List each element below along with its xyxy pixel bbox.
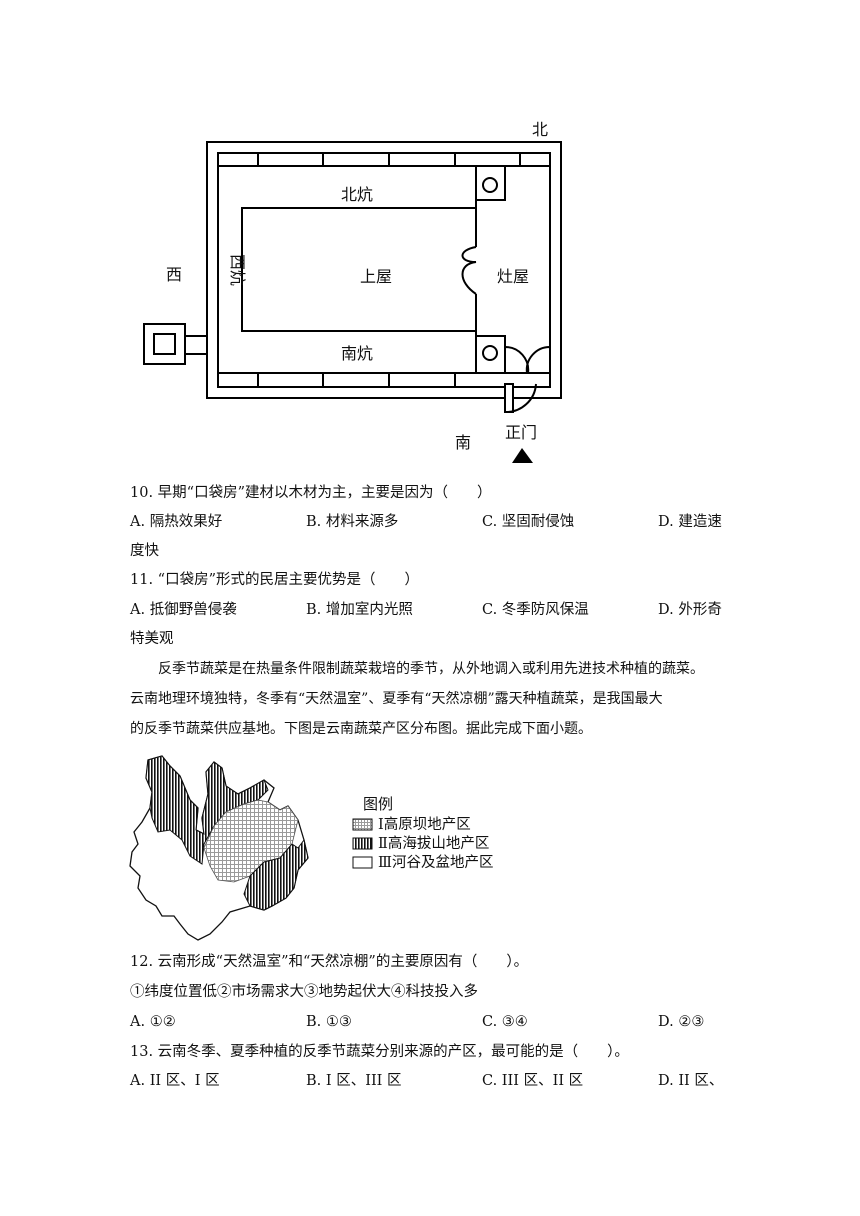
q13-option-d: D. II 区、 <box>658 1073 724 1089</box>
q11-option-a: A. 抵御野兽侵袭 <box>130 602 237 618</box>
main-room-label: 上屋 <box>360 267 393 286</box>
region-ii-southeast <box>243 838 309 911</box>
q12-option-c: C. ③④ <box>482 1014 528 1030</box>
q12-option-a: A. ①② <box>130 1014 176 1030</box>
q13-stem: 13. 云南冬季、夏季种植的反季节蔬菜分别来源的产区，最可能的是（ ）。 <box>130 1044 629 1060</box>
chimney-inner <box>153 333 176 355</box>
q11-option-d-cont: 特美观 <box>130 631 174 647</box>
south-label: 南 <box>455 433 472 452</box>
main-door-arc <box>504 383 537 414</box>
q12-option-b: B. ①③ <box>306 1014 352 1030</box>
q10-stem: 10. 早期“口袋房”建材以木材为主，主要是因为（ ） <box>130 485 492 501</box>
legend-swatches <box>352 818 373 869</box>
legend-swatch-plateau <box>352 818 373 831</box>
region-ii-northwest <box>145 755 269 865</box>
yunnan-map <box>129 755 309 941</box>
kang-inner-outline <box>241 207 476 332</box>
q11-option-c: C. 冬季防风保温 <box>482 602 589 618</box>
legend-swatch-valley <box>352 856 373 869</box>
passage-line-1: 反季节蔬菜是在热量条件限制蔬菜栽培的季节，从外地调入或利用先进技术种植的蔬菜。 <box>158 661 704 677</box>
outer-wall <box>206 141 562 399</box>
q10-option-b: B. 材料来源多 <box>306 514 399 530</box>
q13-option-b: B. I 区、III 区 <box>306 1073 402 1089</box>
door-arc-left <box>504 345 530 374</box>
kitchen-label: 灶屋 <box>497 267 530 286</box>
q11-option-b: B. 增加室内光照 <box>306 602 413 618</box>
south-stove-icon <box>482 345 498 361</box>
q11-stem: 11. “口袋房”形式的民居主要优势是（ ） <box>130 572 419 588</box>
north-kang-label: 北炕 <box>341 185 374 204</box>
west-kang-label: 西炕 <box>228 253 248 287</box>
entrance-triangle-icon <box>512 448 533 463</box>
south-kang-label: 南炕 <box>341 344 374 363</box>
south-window-dividers <box>257 373 456 387</box>
north-label: 北 <box>532 120 549 139</box>
legend-swatch-mountain <box>352 837 373 850</box>
inner-wall <box>217 152 551 388</box>
q13-option-a: A. II 区、I 区 <box>130 1073 220 1089</box>
q10-option-c: C. 坚固耐侵蚀 <box>482 514 575 530</box>
north-stove-box <box>475 165 506 201</box>
legend-item-1: Ⅰ高原坝地产区 <box>378 817 471 833</box>
south-stove-box <box>475 335 506 374</box>
north-window-dividers <box>257 153 521 166</box>
chimney-outer <box>143 323 186 365</box>
main-door-label: 正门 <box>505 423 538 442</box>
legend-item-2: Ⅱ高海拔山地产区 <box>378 836 490 852</box>
q12-stem: 12. 云南形成“天然温室”和“天然凉棚”的主要原因有（ ）。 <box>130 954 529 970</box>
west-label: 西 <box>166 265 183 284</box>
q11-option-d: D. 外形奇 <box>658 602 722 618</box>
passage-line-3: 的反季节蔬菜供应基地。下图是云南蔬菜产区分布图。据此完成下面小题。 <box>130 721 592 737</box>
q10-option-d-cont: 度快 <box>130 543 159 559</box>
north-stove-icon <box>482 177 498 193</box>
door-arc-right <box>525 345 551 374</box>
floorplan-diagram <box>143 141 562 463</box>
legend-item-3: Ⅲ河谷及盆地产区 <box>378 855 494 871</box>
q10-option-a: A. 隔热效果好 <box>130 514 223 530</box>
passage-line-2: 云南地理环境独特，冬季有“天然温室”、夏季有“天然凉棚”露天种植蔬菜，是我国最大 <box>130 691 663 707</box>
q12-option-d: D. ②③ <box>658 1014 705 1030</box>
q12-options-line: ①纬度位置低②市场需求大③地势起伏大④科技投入多 <box>130 984 478 1000</box>
q13-option-c: C. III 区、II 区 <box>482 1073 584 1089</box>
inner-door-arc <box>461 246 477 295</box>
q10-option-d: D. 建造速 <box>658 514 722 530</box>
legend-title: 图例 <box>363 795 394 813</box>
